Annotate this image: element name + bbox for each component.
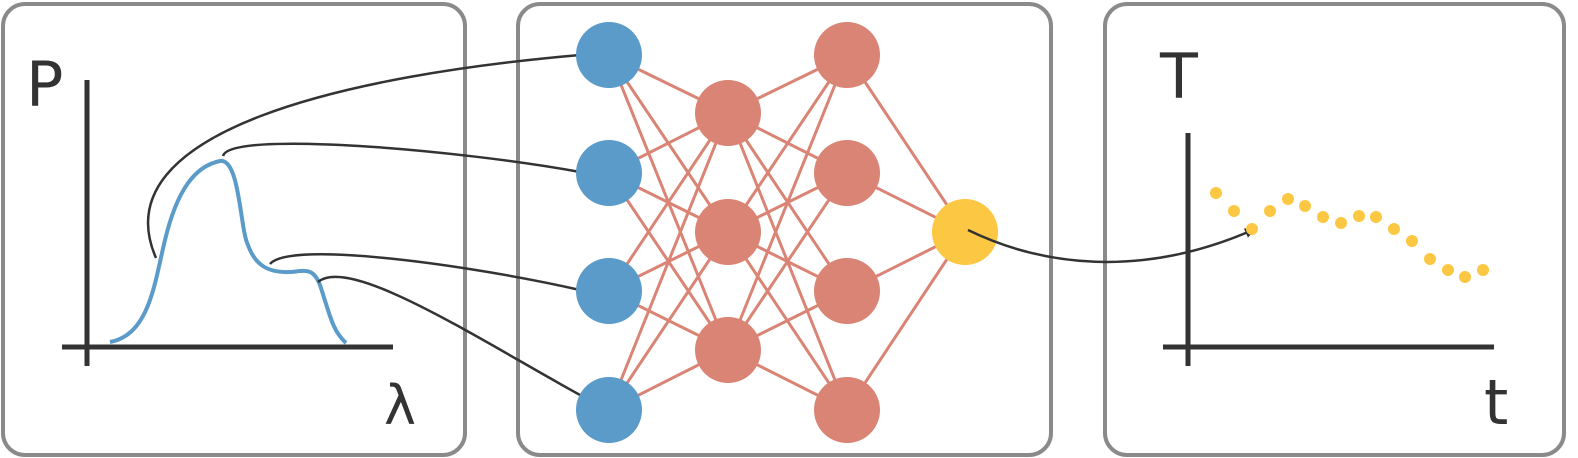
trend-point-5: [1299, 200, 1311, 212]
hidden-node-l2-0: [814, 22, 880, 88]
trend-plot: T t: [1159, 40, 1508, 439]
feature-connectors: [147, 53, 581, 397]
spectrum-curve: [109, 159, 348, 345]
edge-l1-2-1: [726, 172, 849, 351]
input-node-l0-3: [576, 377, 642, 443]
trend-point-0: [1210, 187, 1222, 199]
hidden-node-l2-1: [814, 140, 880, 206]
edge-l1-2-0: [726, 54, 849, 351]
trend-point-3: [1264, 205, 1276, 217]
edge-l2-0-0: [845, 54, 967, 233]
trend-panel: [1103, 2, 1566, 457]
input-node-l0-1: [576, 140, 642, 206]
trend-point-12: [1424, 253, 1436, 265]
connector-shoulder: [269, 253, 581, 292]
spectrum-panel: [1, 2, 467, 457]
trend-points: [1210, 187, 1489, 283]
spectrum-x-axis-label: λ: [384, 374, 416, 437]
hidden-node-l1-0: [695, 80, 761, 146]
trend-point-1: [1228, 205, 1240, 217]
trend-point-7: [1335, 217, 1347, 229]
hidden-node-l1-1: [695, 199, 761, 265]
edge-l0-2-0: [607, 112, 730, 292]
trend-point-2: [1246, 223, 1258, 235]
trend-x-axis-label: t: [1484, 366, 1508, 439]
edge-l0-3-0: [607, 112, 730, 411]
network-nodes: [576, 22, 998, 443]
hidden-node-l1-2: [695, 317, 761, 383]
connector-tail: [317, 275, 581, 397]
edge-l1-1-0: [726, 54, 849, 233]
output-node-l3-0: [932, 199, 998, 265]
trend-point-8: [1353, 210, 1365, 222]
connector-peak-start: [147, 53, 581, 259]
input-node-l0-0: [576, 22, 642, 88]
trend-point-6: [1317, 211, 1329, 223]
trend-point-11: [1406, 235, 1418, 247]
connector-peak-top: [221, 142, 581, 174]
trend-point-15: [1477, 264, 1489, 276]
hidden-node-l2-2: [814, 258, 880, 324]
trend-point-4: [1282, 193, 1294, 205]
spectrum-y-axis-label: P: [26, 48, 63, 121]
trend-point-13: [1442, 264, 1454, 276]
trend-point-10: [1388, 223, 1400, 235]
edge-l0-3-1: [607, 231, 730, 411]
output-arrow: [967, 227, 1257, 264]
trend-point-9: [1370, 211, 1382, 223]
trend-y-axis-label: T: [1159, 40, 1199, 113]
spectrum-plot: P λ: [26, 48, 416, 437]
hidden-node-l2-3: [814, 377, 880, 443]
trend-point-14: [1459, 271, 1471, 283]
input-node-l0-2: [576, 258, 642, 324]
edge-l2-3-0: [845, 231, 967, 411]
